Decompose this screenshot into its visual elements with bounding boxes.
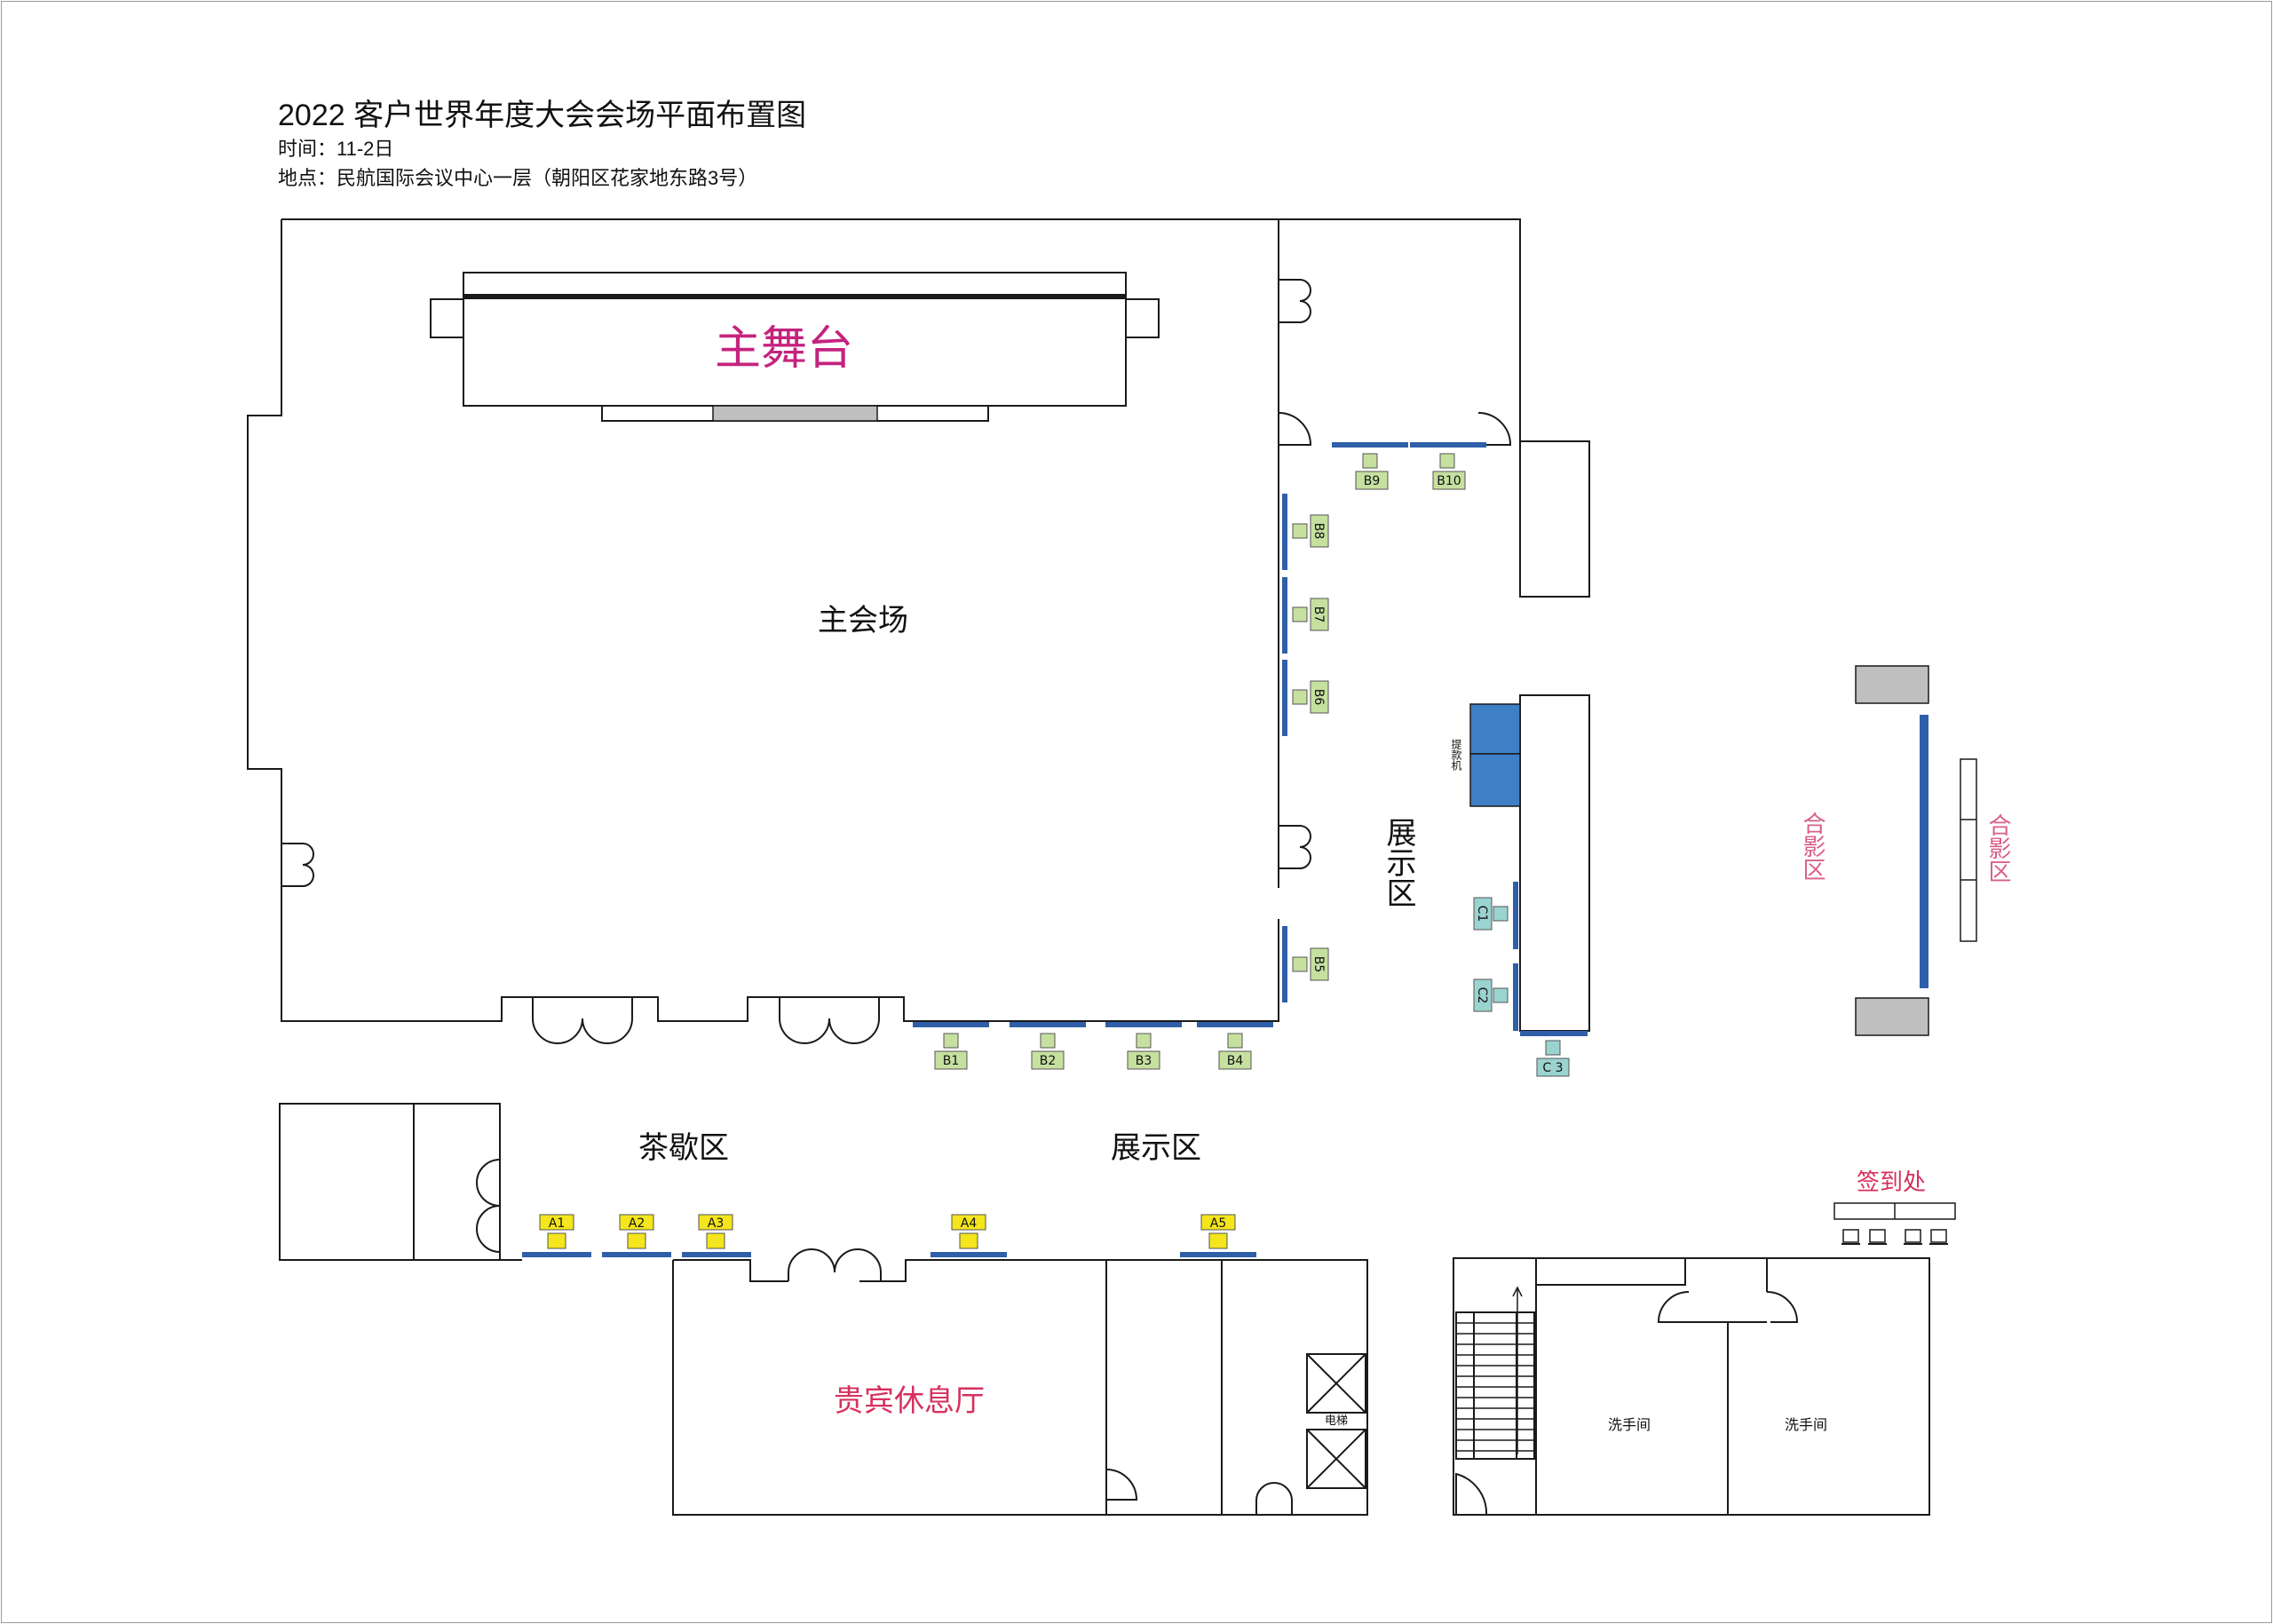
vip-lounge-label: 贵宾休息厅 — [834, 1383, 985, 1419]
booth-a3: A3 — [698, 1214, 733, 1249]
photo-area-label-right: 合影区 — [1984, 813, 2011, 883]
photo-area: 合影区 合影区 — [1799, 665, 2011, 1036]
booth-a5: A5 — [1200, 1214, 1236, 1249]
booth-b6: B6 — [1292, 680, 1329, 714]
event-time: 时间：11-2日 — [278, 138, 394, 160]
booth-b4-label: B4 — [1227, 1054, 1244, 1068]
washroom-block — [1453, 1257, 1930, 1516]
booth-b8: B8 — [1292, 514, 1329, 548]
atm-label: 提款机 — [1450, 738, 1462, 771]
booth-c1-label: C1 — [1475, 906, 1489, 923]
booth-c3-label: C 3 — [1542, 1061, 1563, 1075]
booth-a2: A2 — [619, 1214, 654, 1249]
booth-a5-label: A5 — [1210, 1216, 1226, 1231]
photo-area-label-left: 合影区 — [1799, 812, 1826, 881]
a-booths: A1 A2 A3 A4 A5 — [522, 1214, 1256, 1257]
booth-c3: C 3 — [1536, 1040, 1570, 1077]
booth-b2-label: B2 — [1040, 1054, 1057, 1068]
east-display-walls — [913, 442, 1486, 1027]
wall-door-symbols — [281, 279, 1512, 1044]
c-booths: C1 C2 C 3 — [1473, 897, 1570, 1077]
vip-lounge-block — [672, 1248, 1368, 1516]
booth-c1: C1 — [1473, 897, 1509, 931]
tea-break-label: 茶歇区 — [638, 1130, 729, 1166]
b-booths-vertical: B8 B7 B6 B5 — [1292, 514, 1329, 981]
lower-left-rooms — [279, 1103, 522, 1261]
booth-b1: B1 — [934, 1033, 968, 1070]
sign-in-label: 签到处 — [1857, 1169, 1926, 1196]
booth-b6-label: B6 — [1311, 689, 1326, 706]
c-area: 提款机 — [1450, 694, 1590, 1036]
main-stage-label: 主舞台 — [715, 322, 853, 376]
east-display-label: 展示区 — [1381, 817, 1416, 907]
main-stage: 主舞台 — [430, 272, 1160, 422]
elevator-label: 电梯 — [1325, 1414, 1348, 1428]
booth-a2-label: A2 — [629, 1216, 645, 1231]
booth-b1-label: B1 — [943, 1054, 960, 1068]
booth-b7: B7 — [1292, 598, 1329, 631]
booth-a4: A4 — [951, 1214, 986, 1249]
booth-b9: B9 — [1355, 453, 1389, 490]
sign-in-desk: 签到处 — [1833, 1169, 1956, 1245]
booth-b4: B4 — [1218, 1033, 1252, 1070]
booth-a1: A1 — [539, 1214, 574, 1249]
main-hall-label: 主会场 — [818, 603, 908, 638]
booth-a3-label: A3 — [708, 1216, 724, 1231]
booth-b2: B2 — [1031, 1033, 1065, 1070]
booth-b3: B3 — [1127, 1033, 1160, 1070]
booth-a4-label: A4 — [961, 1216, 978, 1231]
stair-arrow-icon — [1512, 1286, 1523, 1454]
event-location: 地点：民航国际会议中心一层（朝阳区花家地东路3号） — [278, 167, 758, 189]
booth-a1-label: A1 — [549, 1216, 565, 1231]
plan-title: 2022 客户世界年度大会会场平面布置图 — [278, 99, 807, 132]
booth-c2: C2 — [1473, 978, 1509, 1012]
main-hall-walls — [247, 218, 1590, 1022]
booth-b5: B5 — [1292, 947, 1329, 981]
booth-b8-label: B8 — [1311, 523, 1326, 540]
south-display-label: 展示区 — [1111, 1130, 1201, 1166]
booth-b7-label: B7 — [1311, 606, 1326, 623]
booth-b10: B10 — [1432, 453, 1466, 490]
b-booths: B9 B10 B1 B2 B3 B4 — [934, 453, 1466, 1070]
stair-treads — [1456, 1322, 1534, 1452]
washroom-2-label: 洗手间 — [1785, 1416, 1827, 1433]
booth-b3-label: B3 — [1136, 1054, 1152, 1068]
washroom-1-label: 洗手间 — [1608, 1416, 1651, 1433]
booth-b10-label: B10 — [1437, 474, 1461, 488]
booth-b9-label: B9 — [1364, 474, 1381, 488]
booth-b5-label: B5 — [1311, 956, 1326, 973]
booth-c2-label: C2 — [1475, 987, 1489, 1004]
